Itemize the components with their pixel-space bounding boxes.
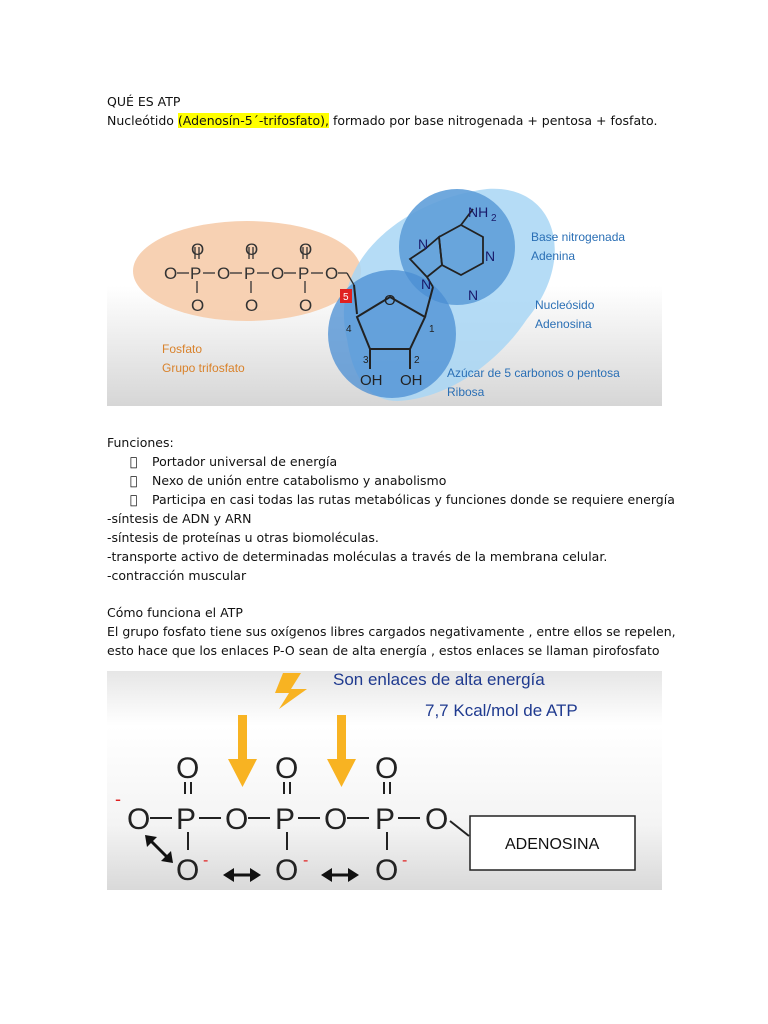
atom-o-p2-top: O [245, 240, 258, 259]
label-nucleosido: Nucleósido [535, 298, 595, 312]
atom-o-p2-bottom: O [245, 296, 258, 315]
atp-structure-figure: O P O O O P O O O P O [107, 139, 662, 406]
atom-p2: P [244, 264, 255, 283]
atom-o-p3-top: O [375, 752, 398, 785]
minus-charge: - [303, 852, 308, 869]
function-item: -síntesis de ADN y ARN [107, 511, 252, 526]
high-energy-bonds-figure: Son enlaces de alta energía 7,7 Kcal/mol… [107, 671, 662, 890]
oh-right: OH [400, 372, 423, 389]
repulsion-arrows [145, 835, 359, 882]
atom-o-p3-bottom: O [375, 854, 398, 887]
intro-paragraph: Nucleótido (Adenosín-5´-trifosfato), for… [107, 112, 657, 130]
label-adenina: Adenina [531, 249, 575, 263]
function-item: -contracción muscular [107, 568, 247, 583]
atom-n3: N [468, 287, 478, 303]
label-grupo-trifosfato: Grupo trifosfato [162, 361, 245, 375]
adenosina-label: ADENOSINA [505, 836, 600, 853]
atom-n9: N [421, 276, 431, 292]
atom-o-bridge3: O [425, 803, 448, 836]
minus-charge: - [203, 852, 208, 869]
energy-arrow-icon [228, 715, 257, 787]
function-bullet: Nexo de unión entre catabolismo y anabo… [130, 472, 446, 490]
bond-arrows [228, 715, 356, 787]
atom-p3: P [375, 803, 395, 836]
amino-group: NH [468, 204, 488, 220]
function-bullet: Portador universal de energía [130, 453, 337, 471]
how-line-1: El grupo fosfato tiene sus oxígenos libr… [107, 624, 676, 639]
atom-o-bridge2: O [271, 264, 284, 283]
adenosina-box [469, 815, 636, 871]
bullet-glyph:  [130, 453, 152, 471]
atom-o-bridge3: O [325, 264, 338, 283]
intro-text: Nucleótido [107, 113, 178, 128]
figure2-subtitle: 7,7 Kcal/mol de ATP [425, 701, 578, 720]
c5-marker [340, 289, 352, 303]
atom-p2: P [275, 803, 295, 836]
ribose-ring [353, 284, 434, 369]
atom-o-p1-bottom: O [176, 854, 199, 887]
label-fosfato: Fosfato [162, 342, 202, 356]
intro-highlight: (Adenosín-5´-trifosfato), [177, 113, 329, 128]
bullet-glyph:  [130, 472, 152, 490]
atom-o-bridge1: O [225, 803, 248, 836]
bullet-glyph:  [130, 491, 152, 509]
label-azucar: Azúcar de 5 carbonos o pentosa [447, 366, 620, 380]
carbon-2-label: 2 [414, 355, 420, 366]
section-title: QUÉ ES ATP [107, 94, 181, 109]
atom-o-p2-bottom: O [275, 854, 298, 887]
lightning-bolt-icon [275, 673, 307, 709]
triphosphate-chain: O P O O O P O O O P O [164, 240, 355, 315]
atom-o-p3-bottom: O [299, 296, 312, 315]
atom-n1: N [485, 248, 495, 264]
carbon-1-label: 1 [429, 324, 435, 335]
minus-charge: - [402, 852, 407, 869]
atom-o-left: O [164, 264, 177, 283]
how-line-2: esto hace que los enlaces P-O sean de al… [107, 643, 660, 658]
functions-heading: Funciones: [107, 435, 174, 450]
atom-p1: P [190, 264, 201, 283]
how-heading: Cómo funciona el ATP [107, 605, 243, 620]
atom-o-terminal: O [127, 803, 150, 836]
atom-o-p2-top: O [275, 752, 298, 785]
atom-n7: N [418, 236, 428, 252]
atom-p1: P [176, 803, 196, 836]
function-bullet-text: Nexo de unión entre catabolismo y anabol… [152, 473, 447, 488]
function-bullet-text: Participa en casi todas las rutas metabó… [152, 492, 675, 507]
ribose-circle [328, 270, 456, 398]
phosphate-group-oval [133, 221, 361, 321]
function-bullet-text: Portador universal de energía [152, 454, 338, 469]
atom-p3: P [298, 264, 309, 283]
figure2-title: Son enlaces de alta energía [333, 671, 545, 689]
function-item: -síntesis de proteínas u otras biomolécu… [107, 530, 379, 545]
atom-o-p3-top: O [299, 240, 312, 259]
label-ribosa: Ribosa [447, 385, 485, 399]
adenine-rings [408, 208, 484, 288]
function-item: -transporte activo de determinadas moléc… [107, 549, 608, 564]
function-bullet: Participa en casi todas las rutas metab… [130, 491, 675, 509]
minus-charge-left: - [115, 789, 121, 809]
atom-o-p1-bottom: O [191, 296, 204, 315]
label-adenosina: Adenosina [535, 317, 592, 331]
atom-o-p1-top: O [191, 240, 204, 259]
intro-text-end: formado por base nitrogenada + pentosa +… [328, 113, 658, 128]
atom-o-bridge2: O [324, 803, 347, 836]
oh-left: OH [360, 372, 383, 389]
carbon-4-label: 4 [346, 324, 352, 335]
label-base-nitrogenada: Base nitrogenada [531, 230, 625, 244]
amino-subscript: 2 [491, 213, 497, 224]
energy-arrow-icon [327, 715, 356, 787]
ribose-oxygen: O [384, 292, 396, 309]
atom-o-bridge1: O [217, 264, 230, 283]
carbon-5-label: 5 [343, 292, 349, 303]
carbon-3-label: 3 [363, 355, 369, 366]
atom-o-p1-top: O [176, 752, 199, 785]
